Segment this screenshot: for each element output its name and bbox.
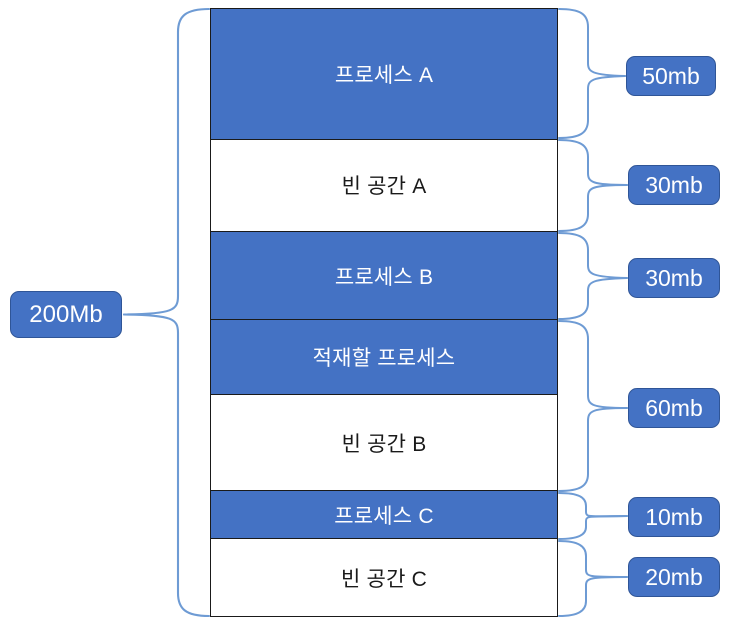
brace-20mb — [558, 540, 628, 617]
memory-block-label: 빈 공간 B — [341, 432, 427, 456]
memory-block-incoming-process[interactable]: 적재할 프로세스 — [211, 319, 557, 395]
size-label-text: 20mb — [645, 563, 703, 590]
memory-block-free-c[interactable]: 빈 공간 C — [211, 539, 557, 616]
size-label-60mb[interactable]: 60mb — [628, 388, 720, 428]
memory-block-free-b[interactable]: 빈 공간 B — [211, 394, 557, 492]
memory-block-label: 프로세스 C — [334, 504, 434, 528]
size-label-30mb-free-a[interactable]: 30mb — [628, 165, 720, 205]
size-label-text: 10mb — [645, 503, 703, 530]
size-label-text: 50mb — [642, 62, 700, 89]
brace-total — [122, 7, 211, 618]
size-label-50mb[interactable]: 50mb — [626, 56, 716, 96]
size-label-20mb[interactable]: 20mb — [628, 557, 720, 597]
size-label-10mb[interactable]: 10mb — [628, 497, 720, 537]
size-label-text: 30mb — [645, 171, 703, 198]
memory-block-process-a[interactable]: 프로세스 A — [211, 9, 557, 140]
memory-block-process-b[interactable]: 프로세스 B — [211, 232, 557, 320]
memory-block-process-c[interactable]: 프로세스 C — [211, 491, 557, 540]
memory-block-label: 프로세스 A — [334, 63, 434, 87]
brace-50mb — [558, 8, 626, 139]
total-memory-text: 200Mb — [29, 300, 103, 328]
memory-block-label: 빈 공간 A — [341, 175, 427, 199]
memory-block-free-a[interactable]: 빈 공간 A — [211, 139, 557, 233]
size-label-text: 30mb — [645, 264, 703, 291]
memory-block-label: 프로세스 B — [334, 265, 434, 289]
memory-block-label: 빈 공간 C — [341, 567, 427, 591]
brace-30mb-free-a — [558, 139, 628, 232]
brace-60mb — [558, 320, 628, 492]
brace-30mb-process-b — [558, 232, 628, 320]
brace-10mb — [558, 492, 628, 540]
total-memory-label[interactable]: 200Mb — [10, 291, 122, 338]
size-label-30mb-process-b[interactable]: 30mb — [628, 258, 720, 298]
memory-block-label: 적재할 프로세스 — [312, 346, 456, 370]
size-label-text: 60mb — [645, 394, 703, 421]
memory-column: 프로세스 A 빈 공간 A 프로세스 B 적재할 프로세스 빈 공간 B 프로세… — [210, 8, 558, 617]
